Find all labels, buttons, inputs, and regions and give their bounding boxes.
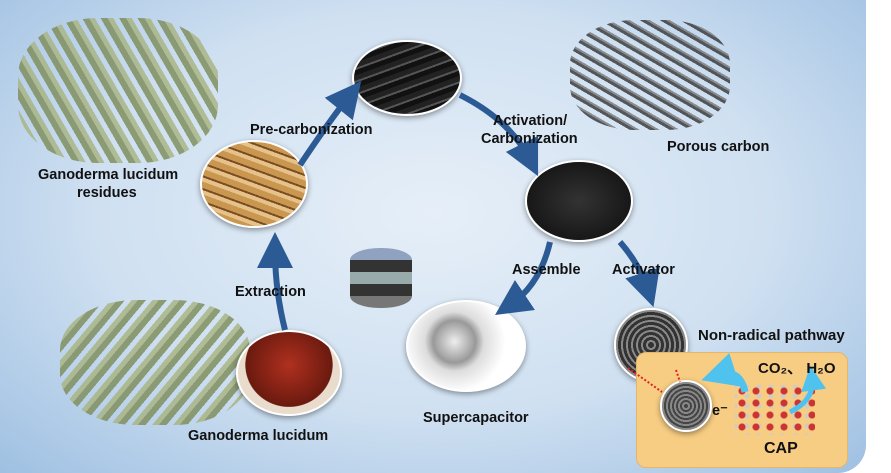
label-products: CO₂、 H₂O [758,360,836,377]
label-residues-line2: residues [77,185,137,201]
label-activator: Activator [612,262,675,278]
label-residues-line1: Ganoderma lucidum [38,167,179,183]
label-non-radical-pathway: Non-radical pathway [698,327,845,344]
label-supercapacitor: Supercapacitor [423,410,529,426]
residue-fibers-image [18,18,218,163]
coin-cell-stack-image [350,248,412,308]
supercapacitor-circle-image [406,300,526,392]
mushroom-fibers-image [60,300,250,425]
arrow-electron-transfer [701,353,749,393]
residue-circle-image [200,140,308,228]
arrow-activation [458,92,539,177]
activated-carbon-circle-image [525,160,633,242]
precarbon-circle-image [352,40,462,116]
label-cap: CAP [764,440,798,457]
porous-carbon-fibers-image [570,20,730,130]
catalyst-circle-image [660,380,712,432]
label-ganoderma-lucidum: Ganoderma lucidum [188,428,329,444]
label-extraction: Extraction [235,284,306,300]
arrow-precarbonization [297,80,362,167]
arrow-products [788,365,827,415]
arrow-assemble [495,241,553,315]
arrow-activator [617,240,660,308]
label-carbonization: Carbonization [481,131,578,147]
label-activation: Activation/ [493,113,568,129]
ganoderma-circle-image [236,330,342,416]
arrow-extraction [257,232,294,331]
cap-molecule-image [735,385,815,435]
label-porous-carbon: Porous carbon [667,139,770,155]
label-electron: e⁻ [712,403,728,419]
label-assemble: Assemble [512,262,581,278]
label-pre-carbonization: Pre-carbonization [250,122,373,138]
